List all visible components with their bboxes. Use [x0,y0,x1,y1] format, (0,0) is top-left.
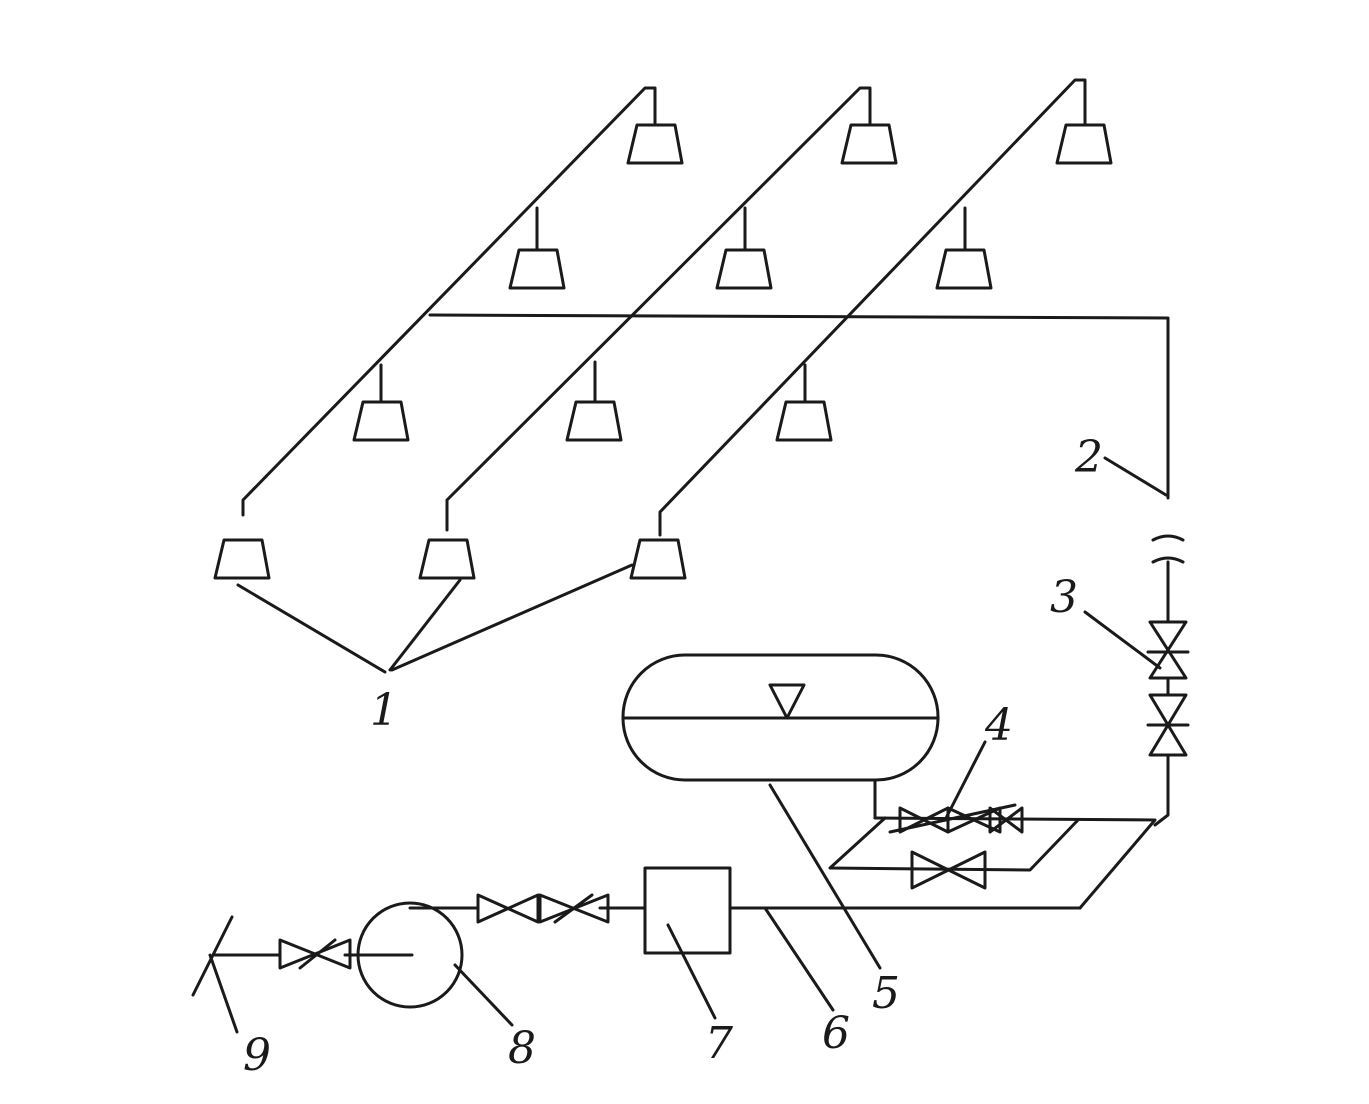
branch-pipe-right [658,78,1087,537]
header-pipe [428,313,1170,500]
label-5: 5 [872,968,900,1019]
spray-nozzle-icon [418,538,476,580]
leader-line-5 [768,783,882,970]
spray-nozzle-icon [213,538,271,580]
valve-icon [476,893,540,924]
leader-lines [208,456,1168,1034]
label-1: 1 [370,685,398,736]
spray-nozzle-icon [629,538,687,580]
label-6: 6 [822,1008,850,1059]
leader-line-6 [763,906,835,1012]
valve-icon [910,850,987,890]
valve-icon [988,806,1024,834]
valve-icon [1148,693,1188,757]
pipe-break-mark [1151,534,1185,564]
bypass-valves [828,803,1157,910]
bypass-upper-pipe [873,816,1157,910]
branch-pipes [241,78,1087,537]
spray-nozzle-icon [715,248,773,290]
main-pipe [428,313,1185,624]
spray-nozzles [213,123,1113,580]
leader-line-7 [666,923,717,1020]
water-level-icon [768,683,806,720]
bypass-left-pipe [828,816,1080,872]
leader-line-3 [1083,610,1162,670]
valve-stem [298,938,337,970]
branch-pipe-left [241,86,657,517]
spray-nozzle-icon [626,123,684,165]
label-3: 3 [1050,572,1078,623]
leader-line-1 [390,563,634,672]
spray-nozzle-icon [565,400,623,442]
equipment-box [643,866,732,955]
spray-nozzle-icon [1055,123,1113,165]
valve-stem [553,893,594,924]
spray-nozzle-icon [352,400,410,442]
label-8: 8 [508,1023,536,1074]
valve-stem [888,803,1017,834]
label-4: 4 [984,700,1013,751]
spray-nozzle-icon [840,123,898,165]
valve-icon [278,938,352,970]
leader-line-2 [1103,456,1168,497]
valve-icon [538,893,610,924]
leader-line-4 [943,740,987,822]
leader-line-1 [236,583,387,674]
leader-line-1 [388,578,462,672]
label-2: 2 [1074,432,1103,483]
label-9: 9 [243,1030,271,1081]
branch-pipe-middle [445,86,872,532]
leader-line-9 [208,953,239,1034]
spray-nozzle-icon [508,248,566,290]
riser-bottom-pipe [1153,753,1170,827]
leader-line-8 [453,963,514,1027]
spray-nozzle-icon [935,248,993,290]
pressure-tank [621,653,940,820]
spray-nozzle-icon [775,400,833,442]
intake-icon [191,915,234,997]
callout-labels: 1 2 3 4 5 6 7 8 9 [243,432,1103,1081]
nozzle-stems [379,206,967,404]
label-7: 7 [705,1018,733,1069]
riser-valves [1146,620,1190,827]
supply-line [191,866,1082,1009]
valve-icon [1148,620,1188,680]
